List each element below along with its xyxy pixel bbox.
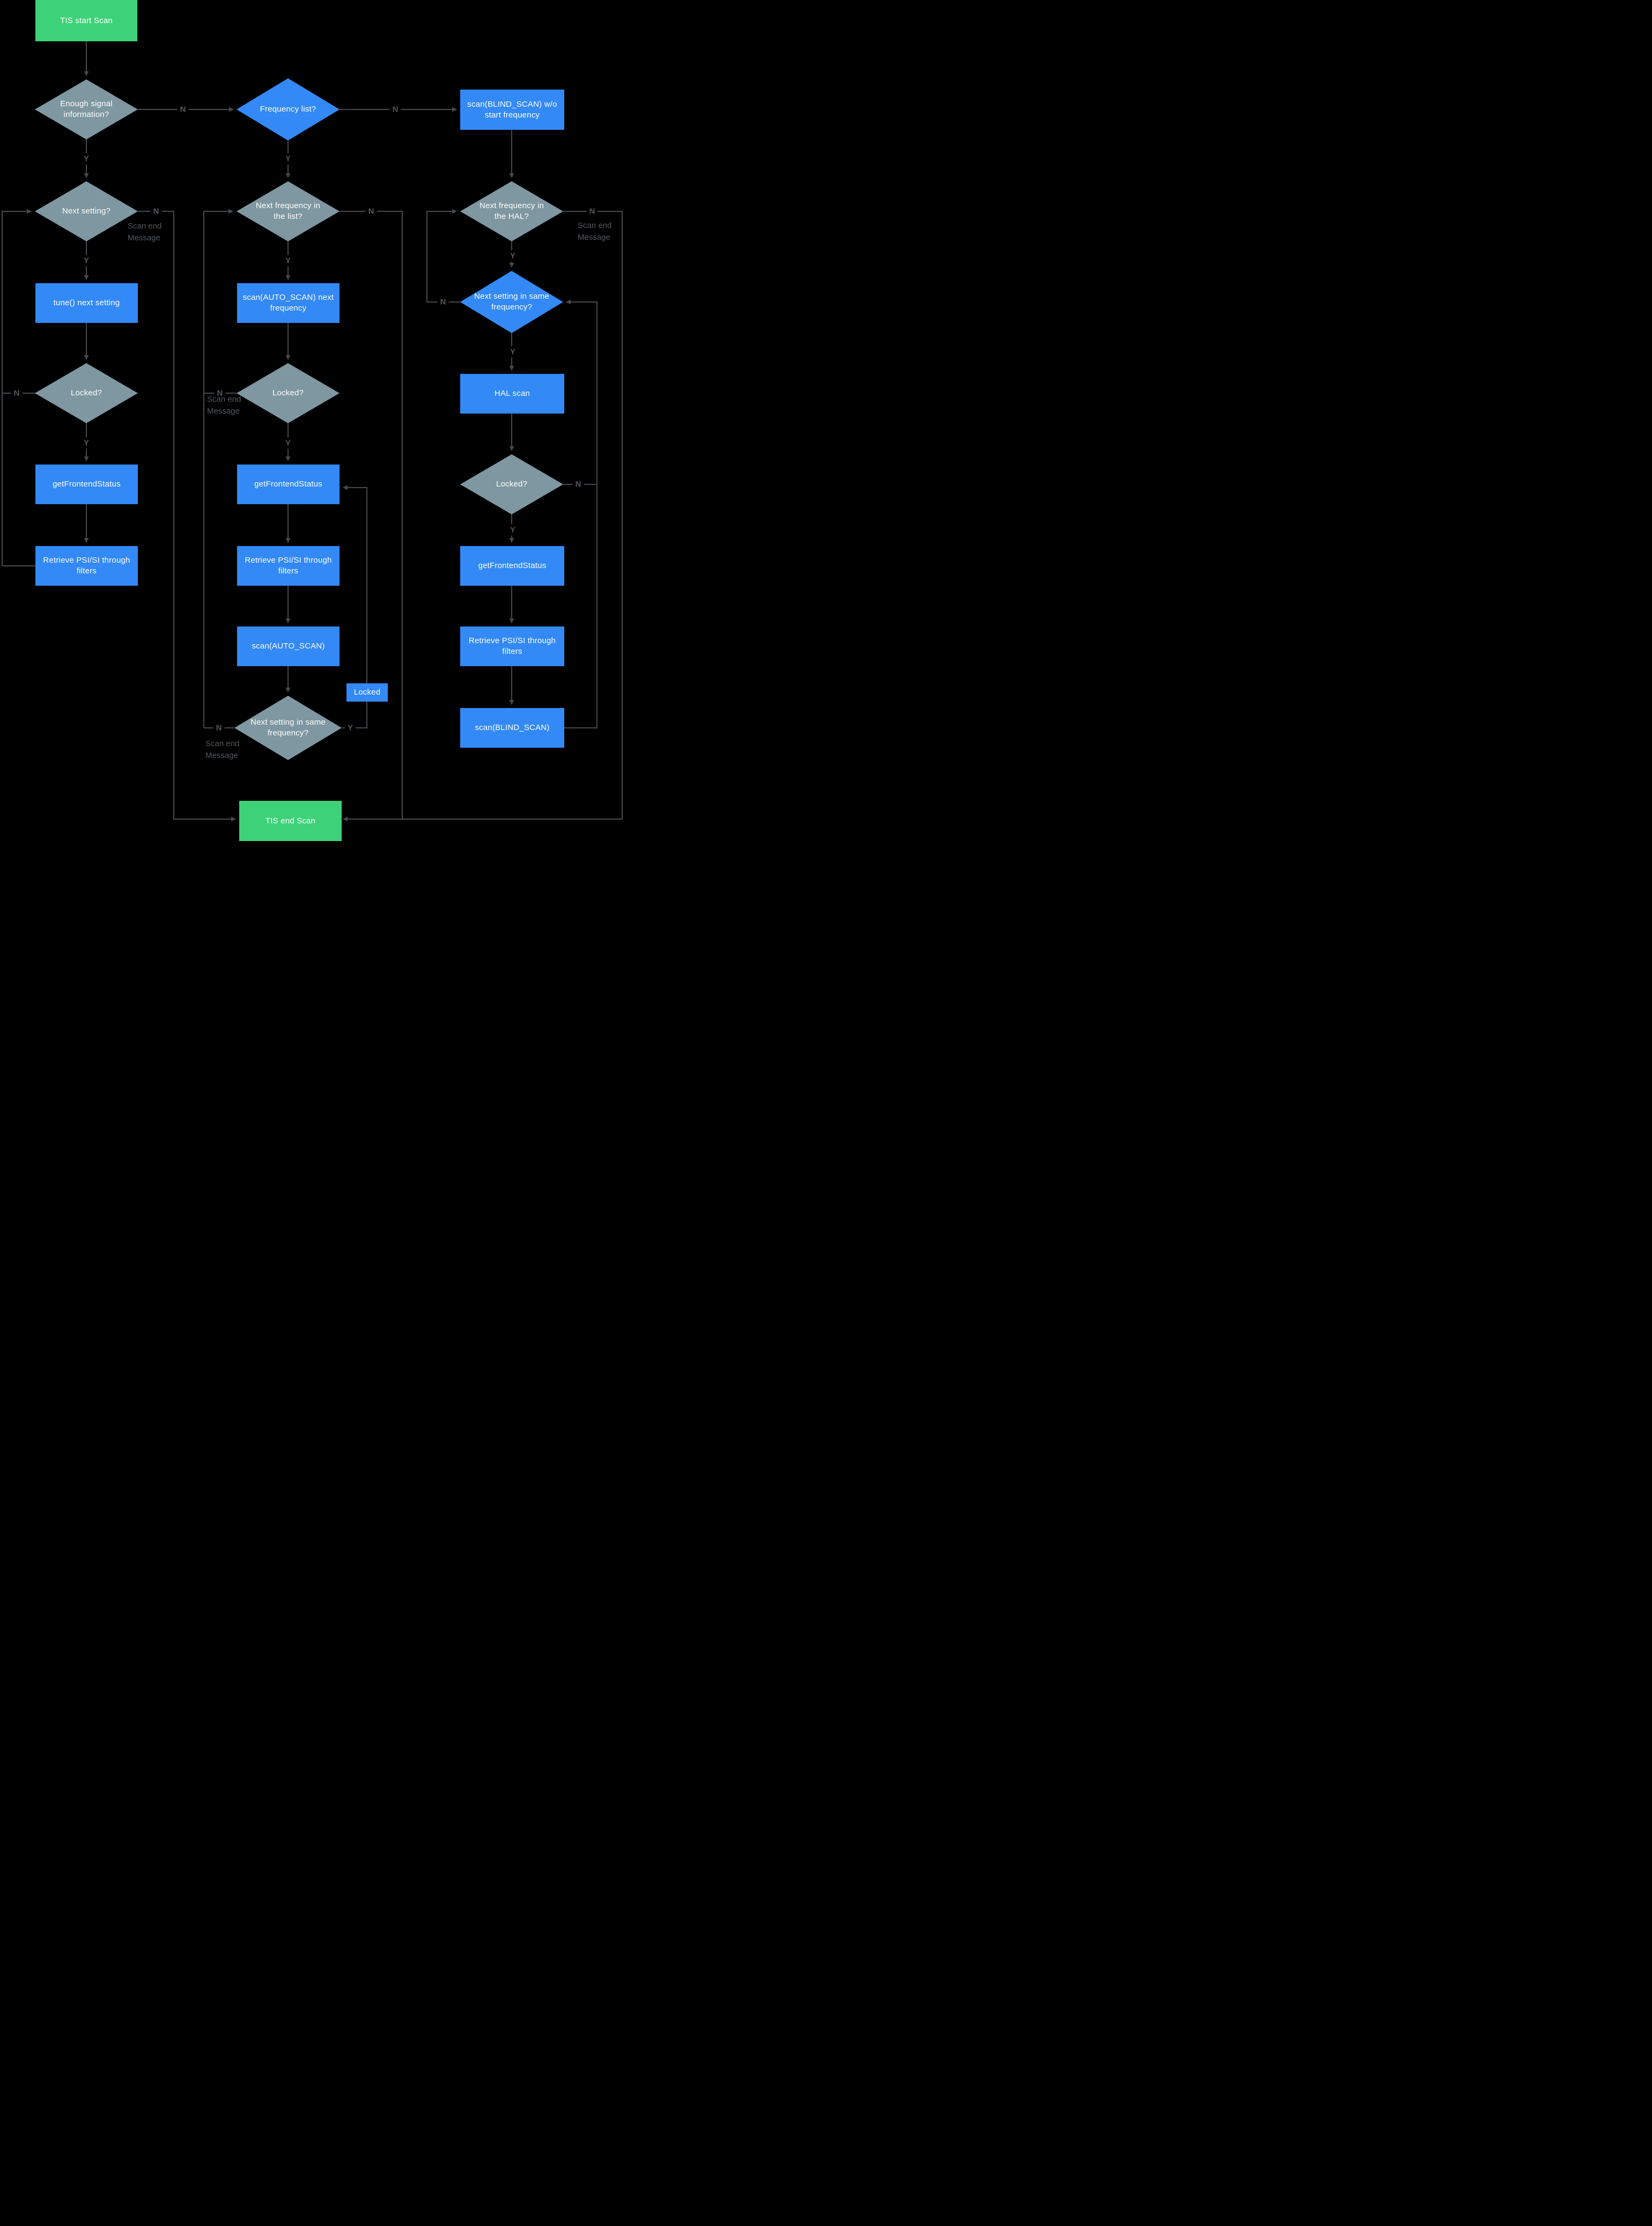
edge-next-freq-list-no: [340, 211, 403, 819]
node-label: Next setting in same frequency?: [474, 292, 549, 312]
node-label: Locked?: [70, 388, 102, 397]
edge-label-no: N: [177, 104, 189, 115]
edge-label-yes: Y: [80, 153, 92, 165]
edge-mid-loop-up: [203, 209, 233, 728]
node-label: Enough signal information?: [60, 99, 113, 119]
flowchart-tis-scan: TIS start Scan TIS end Scan Enough signa…: [0, 0, 624, 841]
process-hal-scan: HAL scan: [460, 374, 564, 414]
process-scan-blind-wo-start-frequency: scan(BLIND_SCAN) w/o start frequency: [460, 90, 564, 130]
edge-label-no: N: [213, 722, 225, 734]
edge-label-yes: Y: [507, 346, 519, 358]
node-label: getFrontendStatus: [53, 480, 121, 489]
process-get-frontend-status-left: getFrontendStatus: [35, 465, 138, 504]
node-label: Next setting?: [62, 207, 111, 216]
process-get-frontend-status-right: getFrontendStatus: [460, 546, 564, 586]
edge-label-no: N: [572, 478, 584, 490]
node-label: Next frequency in the HAL?: [479, 201, 544, 221]
edge-blindscan-loop-up: [564, 299, 598, 728]
node-label: Retrieve PSI/SI through filters: [245, 556, 332, 576]
process-scan-auto-next-frequency: scan(AUTO_SCAN) next frequency: [237, 283, 340, 323]
edge-label-yes: Y: [80, 437, 92, 449]
edge-label-no: N: [150, 205, 162, 217]
edge-label-yes: Y: [507, 524, 519, 536]
edge-label-no: N: [586, 205, 598, 217]
node-label: Next setting in same frequency?: [250, 718, 326, 738]
node-tis-start-scan: TIS start Scan: [35, 0, 137, 41]
node-label: scan(BLIND_SCAN): [475, 723, 550, 732]
node-label: Next frequency in the list?: [255, 201, 321, 221]
node-label: getFrontendStatus: [254, 480, 322, 489]
node-label: tune() next setting: [53, 298, 120, 307]
edge-label-no: N: [11, 387, 23, 399]
node-label: Locked: [353, 688, 381, 697]
edge-label-yes: Y: [80, 255, 92, 267]
node-label: Locked?: [272, 388, 304, 397]
edge-label-scan-end-message: Scan end Message: [578, 221, 612, 242]
node-label: TIS start Scan: [60, 16, 113, 25]
edge-label-yes: Y: [282, 255, 294, 267]
edge-label-scan-end-message: Scan end Message: [207, 395, 241, 416]
node-label: Locked?: [496, 480, 528, 489]
event-locked-tag: Locked: [346, 683, 388, 702]
process-get-frontend-status-middle: getFrontendStatus: [237, 465, 340, 504]
process-scan-blind: scan(BLIND_SCAN): [460, 708, 564, 748]
process-retrieve-psi-middle: Retrieve PSI/SI through filters: [237, 546, 340, 586]
process-scan-auto: scan(AUTO_SCAN): [237, 626, 340, 666]
node-label: scan(BLIND_SCAN) w/o start frequency: [467, 99, 557, 120]
process-tune-next-setting: tune() next setting: [35, 283, 138, 323]
edge-label-yes: Y: [282, 437, 294, 449]
edge-label-no: N: [365, 205, 377, 217]
node-label: Frequency list?: [260, 105, 316, 114]
edge-label-scan-end-message: Scan end Message: [128, 222, 162, 242]
node-label: scan(AUTO_SCAN) next frequency: [242, 293, 334, 313]
node-label: getFrontendStatus: [478, 561, 547, 570]
edge-next-setting-same-hal-no-loop: [426, 209, 460, 303]
edge-label-no: N: [214, 387, 226, 399]
process-retrieve-psi-left: Retrieve PSI/SI through filters: [35, 546, 138, 586]
edge-label-scan-end-message: Scan end Message: [205, 739, 240, 760]
edge-retrieve-left-loop: [2, 209, 35, 566]
node-label: HAL scan: [494, 389, 530, 398]
edge-label-yes: Y: [507, 250, 519, 262]
edge-label-yes: Y: [282, 153, 294, 165]
edge-label-yes: Y: [344, 722, 356, 734]
process-retrieve-psi-right: Retrieve PSI/SI through filters: [460, 626, 564, 666]
node-tis-end-scan: TIS end Scan: [239, 801, 342, 841]
node-label: scan(AUTO_SCAN): [252, 642, 325, 651]
edge-label-no: N: [437, 296, 449, 308]
node-label: Retrieve PSI/SI through filters: [468, 636, 556, 656]
node-label: Retrieve PSI/SI through filters: [43, 556, 130, 576]
node-label: TIS end Scan: [265, 816, 316, 825]
edge-label-no: N: [389, 104, 401, 115]
